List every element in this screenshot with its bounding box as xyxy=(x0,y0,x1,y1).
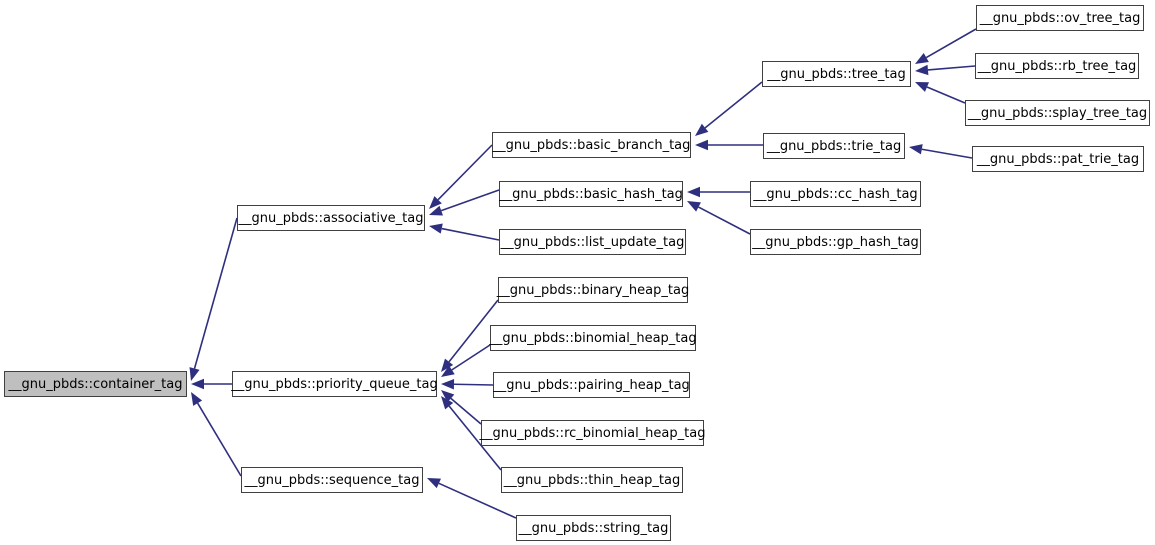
arrowhead-icon xyxy=(695,123,709,136)
node-label: __gnu_pbds::associative_tag xyxy=(238,210,424,226)
inheritance-edge xyxy=(441,344,491,377)
node-label: __gnu_pbds::binomial_heap_tag xyxy=(489,330,697,346)
node-label: __gnu_pbds::container_tag xyxy=(8,376,183,392)
node-label: __gnu_pbds::basic_hash_tag xyxy=(499,186,683,202)
node-basic_hash_tag[interactable]: __gnu_pbds::basic_hash_tag xyxy=(499,181,683,207)
node-label: __gnu_pbds::string_tag xyxy=(518,520,669,536)
node-cc_hash_tag[interactable]: __gnu_pbds::cc_hash_tag xyxy=(750,181,921,207)
arrowhead-icon xyxy=(429,205,443,216)
node-label: __gnu_pbds::thin_heap_tag xyxy=(503,472,681,488)
inheritance-edge xyxy=(695,139,763,151)
node-priority_queue_tag[interactable]: __gnu_pbds::priority_queue_tag xyxy=(231,371,438,397)
node-pat_trie_tag[interactable]: __gnu_pbds::pat_trie_tag xyxy=(972,146,1144,172)
node-label: __gnu_pbds::splay_tree_tag xyxy=(967,105,1148,121)
inheritance-edge xyxy=(429,223,500,241)
node-string_tag[interactable]: __gnu_pbds::string_tag xyxy=(516,515,671,541)
node-label: __gnu_pbds::cc_hash_tag xyxy=(753,186,918,202)
node-label: __gnu_pbds::rb_tree_tag xyxy=(977,58,1137,74)
node-binomial_heap_tag[interactable]: __gnu_pbds::binomial_heap_tag xyxy=(489,325,697,351)
inheritance-edge xyxy=(687,186,750,198)
inheritance-edge xyxy=(915,28,977,64)
node-thin_heap_tag[interactable]: __gnu_pbds::thin_heap_tag xyxy=(501,467,683,493)
node-trie_tag[interactable]: __gnu_pbds::trie_tag xyxy=(763,133,905,159)
arrowhead-icon xyxy=(441,379,455,390)
node-label: __gnu_pbds::pat_trie_tag xyxy=(976,151,1140,167)
node-pairing_heap_tag[interactable]: __gnu_pbds::pairing_heap_tag xyxy=(493,372,690,398)
node-sequence_tag[interactable]: __gnu_pbds::sequence_tag xyxy=(241,467,423,493)
inheritance-edge xyxy=(915,64,976,76)
arrowhead-icon xyxy=(915,53,929,64)
inheritance-edge xyxy=(191,392,242,477)
node-label: __gnu_pbds::pairing_heap_tag xyxy=(493,377,690,393)
arrowhead-icon xyxy=(429,223,443,234)
arrowhead-icon xyxy=(687,186,700,198)
inheritance-edge xyxy=(915,82,966,104)
node-label: __gnu_pbds::priority_queue_tag xyxy=(231,376,438,392)
inheritance-edge xyxy=(687,201,751,235)
inheritance-edge xyxy=(191,378,232,390)
node-label: __gnu_pbds::rc_binomial_heap_tag xyxy=(479,425,706,441)
arrowhead-icon xyxy=(427,478,441,489)
inheritance-edge xyxy=(695,81,763,136)
arrowhead-icon xyxy=(915,82,929,92)
node-label: __gnu_pbds::gp_hash_tag xyxy=(752,234,919,250)
node-basic_branch_tag[interactable]: __gnu_pbds::basic_branch_tag xyxy=(492,132,691,158)
node-list_update_tag[interactable]: __gnu_pbds::list_update_tag xyxy=(499,229,686,255)
arrowhead-icon xyxy=(191,392,203,406)
inheritance-edge xyxy=(429,144,493,209)
node-container_tag[interactable]: __gnu_pbds::container_tag xyxy=(4,371,187,397)
inheritance-edge xyxy=(429,189,500,216)
node-label: __gnu_pbds::binary_heap_tag xyxy=(496,282,690,298)
node-associative_tag[interactable]: __gnu_pbds::associative_tag xyxy=(237,205,425,231)
arrowhead-icon xyxy=(915,64,929,76)
arrowhead-icon xyxy=(191,378,204,390)
arrowhead-icon xyxy=(441,396,454,410)
node-rb_tree_tag[interactable]: __gnu_pbds::rb_tree_tag xyxy=(975,53,1139,79)
node-label: __gnu_pbds::sequence_tag xyxy=(244,472,420,488)
node-tree_tag[interactable]: __gnu_pbds::tree_tag xyxy=(762,61,911,87)
arrowhead-icon xyxy=(189,367,200,381)
arrowhead-icon xyxy=(429,196,442,209)
inheritance-edge xyxy=(189,217,238,381)
arrowhead-icon xyxy=(687,201,701,212)
node-gp_hash_tag[interactable]: __gnu_pbds::gp_hash_tag xyxy=(750,229,921,255)
arrowhead-icon xyxy=(909,144,923,155)
node-splay_tree_tag[interactable]: __gnu_pbds::splay_tree_tag xyxy=(965,100,1150,126)
inheritance-edge xyxy=(441,379,494,390)
node-label: __gnu_pbds::ov_tree_tag xyxy=(979,10,1141,26)
arrowhead-icon xyxy=(441,390,455,403)
inheritance-edge xyxy=(909,144,973,159)
node-ov_tree_tag[interactable]: __gnu_pbds::ov_tree_tag xyxy=(976,5,1144,31)
arrowhead-icon xyxy=(695,139,708,151)
node-rc_binomial_heap_tag[interactable]: __gnu_pbds::rc_binomial_heap_tag xyxy=(480,420,705,446)
node-label: __gnu_pbds::tree_tag xyxy=(767,66,906,82)
arrowhead-icon xyxy=(441,365,455,377)
node-label: __gnu_pbds::trie_tag xyxy=(766,138,902,154)
node-label: __gnu_pbds::list_update_tag xyxy=(500,234,685,250)
inheritance-edge xyxy=(441,390,482,425)
arrowhead-icon xyxy=(441,358,454,372)
node-label: __gnu_pbds::basic_branch_tag xyxy=(492,137,691,153)
node-binary_heap_tag[interactable]: __gnu_pbds::binary_heap_tag xyxy=(497,277,689,303)
